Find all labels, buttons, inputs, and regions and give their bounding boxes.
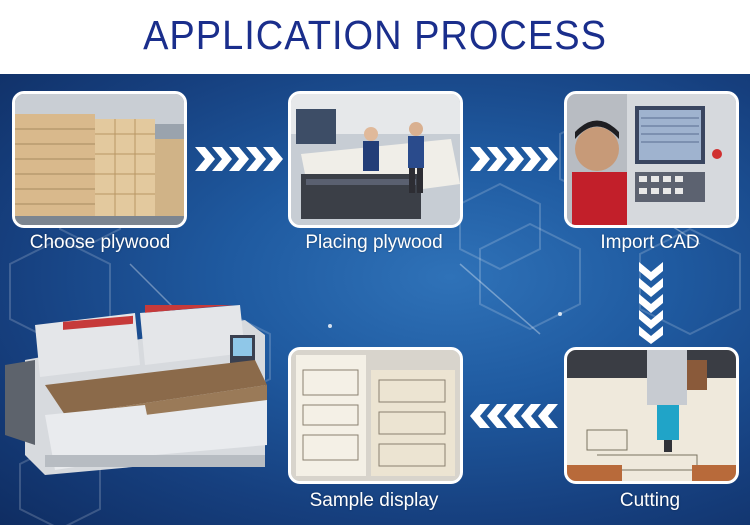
plywood-stack-photo [15, 94, 184, 225]
step-label-import-cad: Import CAD [600, 232, 700, 253]
header: APPLICATION PROCESS [0, 0, 750, 74]
step-card-cutting [564, 347, 739, 484]
arrow-right-icon [195, 147, 283, 171]
arrow-down-icon [639, 262, 663, 344]
arrow-right-icon [470, 147, 558, 171]
cut-boards-display-photo [291, 350, 460, 481]
page-title: APPLICATION PROCESS [143, 13, 607, 59]
step-label-sample-display: Sample display [309, 490, 439, 511]
step-card-placing-plywood [288, 91, 463, 228]
laser-cutting-machine-image [5, 305, 267, 475]
step-label-choose-plywood: Choose plywood [29, 232, 171, 253]
workers-placing-board-photo [291, 94, 460, 225]
laser-head-cutting-photo [567, 350, 736, 481]
step-card-choose-plywood [12, 91, 187, 228]
step-label-placing-plywood: Placing plywood [305, 232, 443, 253]
operator-at-control-panel-photo [567, 94, 736, 225]
step-label-cutting: Cutting [619, 490, 681, 511]
arrow-left-icon [470, 404, 558, 428]
step-card-import-cad [564, 91, 739, 228]
step-card-sample-display [288, 347, 463, 484]
